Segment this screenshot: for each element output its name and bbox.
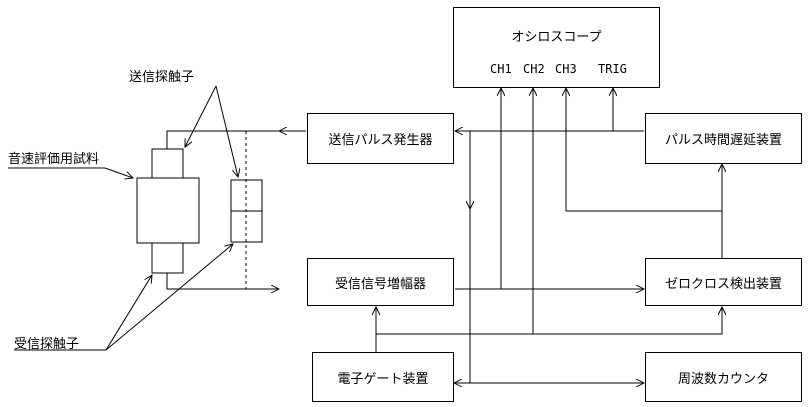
specimen xyxy=(136,177,200,244)
receive-probe-label: 受信探触子 xyxy=(14,337,80,352)
pulse-time-delay-device: パルス時間遅延装置 xyxy=(645,113,802,164)
oscilloscope: オシロスコープ CH1 CH2 CH3 TRIG xyxy=(453,7,660,88)
ch3-line xyxy=(566,88,722,212)
electronic-gate-device: 電子ゲート装置 xyxy=(312,352,454,402)
receive-signal-amplifier: 受信信号増幅器 xyxy=(307,258,454,306)
frequency-counter: 周波数カウンタ xyxy=(645,352,802,402)
trig-label: TRIG xyxy=(598,62,627,76)
ch1-label: CH1 xyxy=(490,62,512,76)
lower-probe-on-specimen xyxy=(151,242,184,274)
ch3-label: CH3 xyxy=(555,62,577,76)
oscilloscope-title: オシロスコープ xyxy=(511,30,602,45)
ch2-label: CH2 xyxy=(523,62,545,76)
transmit-pulse-generator: 送信パルス発生器 xyxy=(307,113,454,164)
specimen-label: 音速評価用試料 xyxy=(8,152,100,167)
upper-probe-on-specimen xyxy=(151,148,184,179)
zero-cross-detector: ゼロクロス検出装置 xyxy=(645,258,802,306)
transmit-probe-label: 送信探触子 xyxy=(129,70,195,85)
